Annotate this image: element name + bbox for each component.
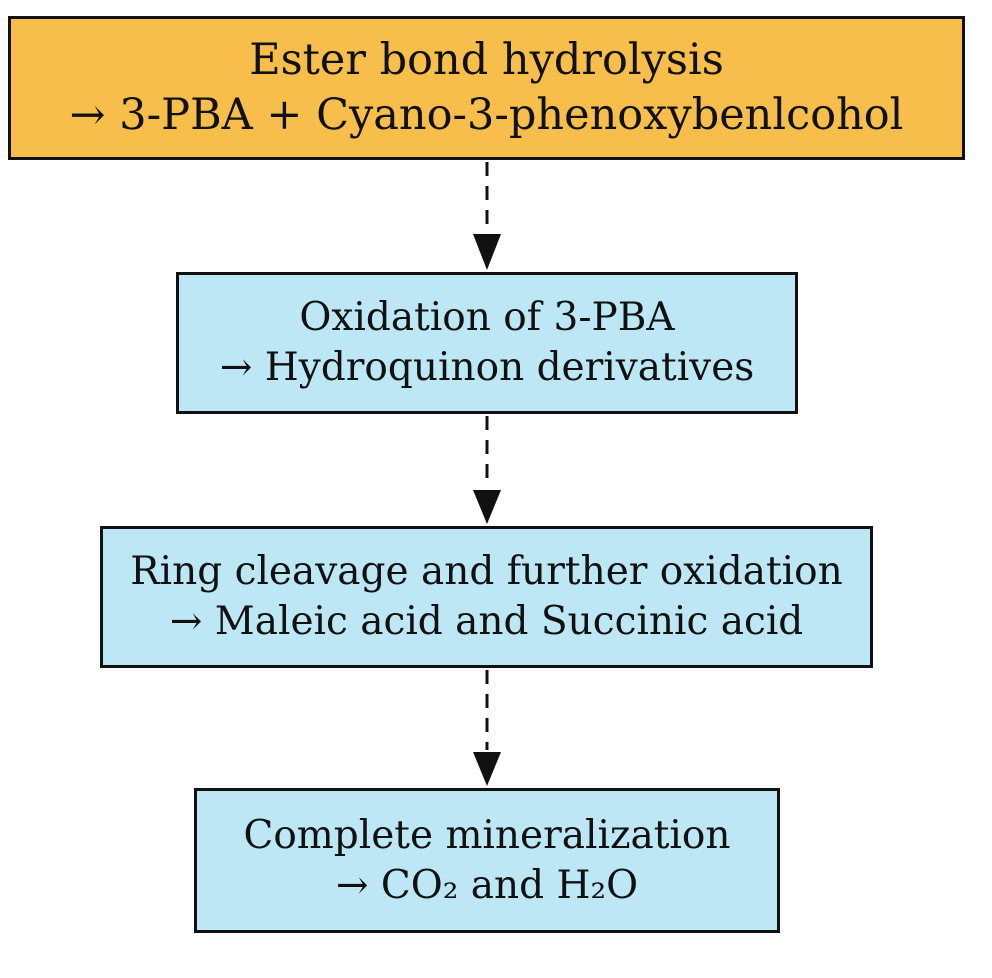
step-mineralization-box: Complete mineralization → CO₂ and H₂O [194, 788, 780, 933]
step-title: Ring cleavage and further oxidation [130, 549, 843, 595]
step-result: → 3-PBA + Cyano-3-phenoxybenlcohol [69, 90, 904, 140]
step-oxidation-box: Oxidation of 3-PBA → Hydroquinon derivat… [176, 272, 798, 414]
arrow-head-icon [473, 234, 501, 270]
step-title: Complete mineralization [243, 812, 731, 858]
arrow-head-icon [473, 752, 501, 786]
step-title: Ester bond hydrolysis [249, 34, 724, 85]
connector-3-to-4 [473, 670, 501, 786]
step-result: → Hydroquinon derivatives [219, 345, 755, 390]
step-ester-hydrolysis-box: Ester bond hydrolysis → 3-PBA + Cyano-3-… [8, 16, 965, 160]
connector-2-to-3 [473, 416, 501, 524]
step-title: Oxidation of 3-PBA [299, 295, 675, 341]
step-result: → Maleic acid and Succinic acid [169, 599, 804, 644]
step-result: → CO₂ and H₂O [335, 862, 639, 908]
connector-1-to-2 [473, 162, 501, 270]
arrow-head-icon [473, 490, 501, 524]
step-ring-cleavage-box: Ring cleavage and further oxidation → Ma… [100, 526, 873, 668]
